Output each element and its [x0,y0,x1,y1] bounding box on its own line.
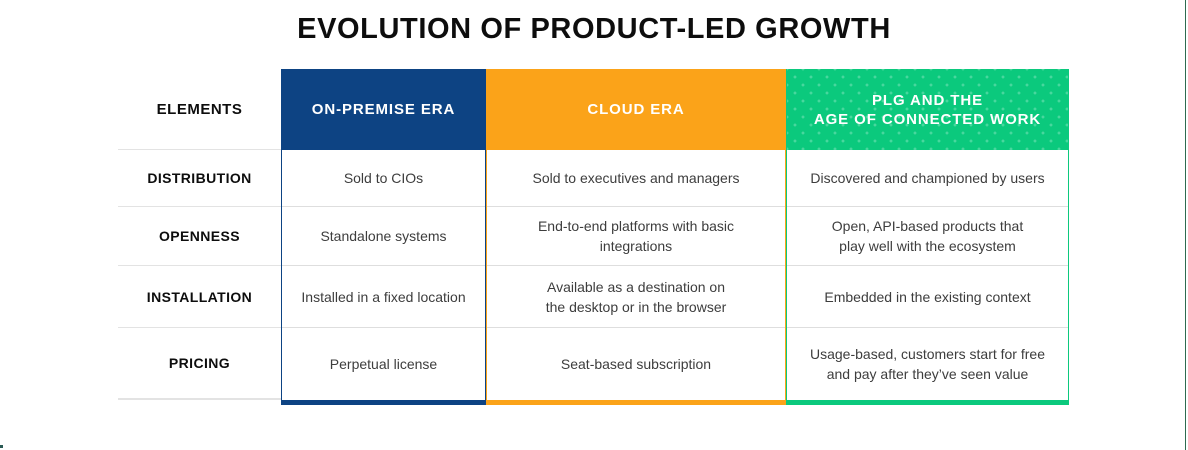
cell-plg-openness: Open, API-based products that play well … [787,207,1068,266]
cell-on-premise-pricing: Perpetual license [329,356,438,372]
column-header-cloud-era: CLOUD ERA [487,69,785,150]
cell-on-premise-installation: Installed in a fixed location [282,266,485,328]
bottom-left-dot [0,445,3,448]
column-on-premise-era: ON-PREMISE ERA Sold to CIOs Standalone s… [281,69,486,405]
column-plg-connected-work: PLG AND THE AGE OF CONNECTED WORK Discov… [786,69,1069,405]
row-label-openness: OPENNESS [118,207,281,266]
cell-cloud-distribution: Sold to executives and managers [487,150,785,207]
column-header-plg-connected-work: PLG AND THE AGE OF CONNECTED WORK [787,69,1068,150]
elements-header: ELEMENTS [118,69,281,150]
row-label-pricing: PRICING [118,328,281,400]
plg-evolution-table: ELEMENTS DISTRIBUTION OPENNESS INSTALLAT… [118,69,1069,405]
column-header-on-premise-era: ON-PREMISE ERA [282,69,485,150]
row-label-distribution: DISTRIBUTION [118,150,281,207]
right-edge-line [1185,0,1186,450]
cell-cloud-installation: Available as a destination on the deskto… [487,266,785,328]
elements-column: ELEMENTS DISTRIBUTION OPENNESS INSTALLAT… [118,69,281,405]
cell-on-premise-distribution: Sold to CIOs [282,150,485,207]
row-label-installation: INSTALLATION [118,266,281,328]
cell-plg-pricing: Usage-based, customers start for free an… [810,346,1045,382]
cell-plg-installation: Embedded in the existing context [787,266,1068,328]
column-cloud-era: CLOUD ERA Sold to executives and manager… [486,69,786,405]
cell-cloud-pricing: Seat-based subscription [560,356,712,372]
cell-on-premise-openness: Standalone systems [282,207,485,266]
cell-cloud-openness: End-to-end platforms with basic integrat… [487,207,785,266]
page-title: EVOLUTION OF PRODUCT-LED GROWTH [297,13,891,45]
cell-plg-distribution: Discovered and championed by users [787,150,1068,207]
